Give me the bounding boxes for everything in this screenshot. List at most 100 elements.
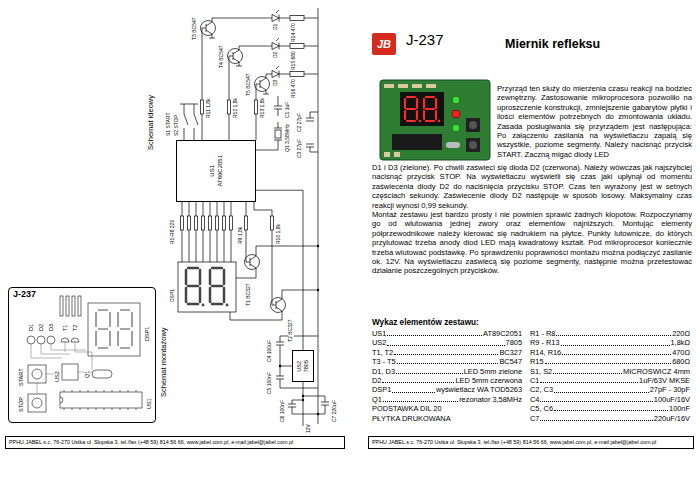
transistor-symbol (256, 84, 260, 85)
label-slot: R14 470 (291, 23, 297, 42)
pcb-drawing (47, 336, 55, 344)
resistor-symbol (201, 16, 305, 115)
transistor-symbol (202, 28, 206, 29)
schematic-wire (303, 396, 325, 402)
label-slot: R13 1,8k (260, 98, 266, 118)
label-slot: R16 470 (291, 79, 297, 98)
pcb-drawing (66, 296, 69, 316)
schematic-wire (182, 202, 183, 216)
label-slot: D2 (372, 377, 381, 385)
resistor-symbol (290, 44, 304, 49)
schematic-wire (188, 216, 191, 230)
parts-list-row: Q1rezonator 3,58MHz (372, 396, 522, 404)
schematic-wire (306, 121, 314, 122)
parts-list-row: R15 680Ω (530, 358, 690, 366)
parts-list-name: R15 (530, 358, 544, 366)
parts-list-row: DSP1wyświetlacz WA TOD5263 (372, 386, 522, 394)
pcb-label: T1 (62, 325, 68, 331)
dot-leader (387, 345, 504, 346)
led-symbol (276, 38, 279, 41)
label-slot: 7805 (506, 339, 522, 347)
schematic-wire (318, 8, 319, 424)
parts-list-value: 1uF/63V MKSE (639, 377, 690, 385)
part-label: T4 BC547 (219, 45, 225, 68)
board-photo (400, 92, 444, 126)
label-slot: US2 (54, 371, 60, 382)
ic-text: AT89C2051 (217, 155, 223, 187)
schematic-wire (203, 202, 204, 216)
pcb-label: D1 (28, 324, 34, 331)
parts-list-name: T1, T2 (372, 349, 393, 357)
ic-text: US1 (209, 165, 215, 177)
schematic-wire (202, 216, 205, 230)
label-slot: R1-R8 220 (170, 220, 176, 244)
schematic-wire (180, 104, 198, 105)
schematic-wire (184, 128, 185, 140)
label-slot: Q1 (372, 396, 382, 404)
schematic-wire (189, 202, 190, 216)
pcb-label: T2 (72, 325, 78, 331)
company-logo: JB (372, 33, 396, 55)
ic-text: 7805 (304, 360, 310, 372)
schematic-wire (239, 46, 272, 47)
schematic-wire (278, 96, 279, 106)
schematic-wire (181, 216, 184, 230)
transistor-symbol (263, 94, 269, 95)
transistor-symbol (250, 264, 256, 272)
transistor-symbol (260, 74, 266, 82)
schematic-wire (279, 46, 290, 47)
schematic-wire (194, 114, 198, 125)
schematic-wire (306, 144, 314, 145)
label-slot: R15 (530, 358, 544, 366)
led-symbol (272, 43, 279, 50)
led-symbol (272, 15, 279, 22)
schematic-wire (321, 402, 329, 403)
schematic-wire (231, 202, 232, 216)
board-photo (466, 138, 480, 152)
parts-list-value: 100nF (669, 405, 690, 413)
schematic-wire (196, 202, 197, 216)
microcontroller-chip: US1AT89C2051 (176, 140, 256, 202)
parts-list-row: R14, R16470Ω (530, 349, 690, 357)
board-photo (412, 84, 422, 88)
label-slot: Wykaz elementów zestawu: (372, 318, 479, 327)
footer-text: PPHU JABEL s.c. 76-270 Ustka ul. Słupska… (9, 440, 293, 445)
parts-list-value: 680Ω (672, 358, 690, 366)
ic-text: US2 (297, 361, 303, 372)
label-slot: C3 27pF (297, 139, 303, 158)
pcb-drawing (28, 365, 46, 383)
dot-leader (540, 401, 652, 402)
label-slot: R15 680 (291, 51, 297, 70)
schematic-wire (280, 379, 281, 388)
parts-list-name: DSP1 (372, 386, 391, 394)
resistor-symbol (201, 100, 204, 114)
part-label: C7 220uF (332, 400, 338, 422)
parts-list-value: 100uF/16V (654, 396, 690, 404)
label-slot: D3 (273, 80, 279, 86)
board-photo (384, 152, 390, 157)
part-label: C4 100uF (267, 340, 273, 362)
pcb-drawing (31, 342, 92, 394)
label-slot: C1 (530, 377, 539, 385)
parts-list-value: 1,8kΩ (671, 339, 691, 347)
pcb-drawing (60, 397, 63, 403)
parts-list-name: C2, C3 (530, 386, 553, 394)
parts-list-value: LED 5mm czerwona (455, 377, 522, 385)
label-slot: Q1 3,58MHz (285, 124, 291, 152)
schematic-wire (318, 405, 325, 414)
schematic-wire (304, 18, 318, 19)
label-slot: J-237 (406, 32, 444, 49)
label-slot: LED 5mm czerwona (455, 377, 522, 385)
board-photo (466, 118, 480, 132)
resistor-symbol (290, 16, 304, 21)
led-symbol (272, 10, 279, 78)
schematic-wire (280, 336, 318, 337)
part-label: T5 BC547 (246, 73, 252, 96)
pcb-drawing (61, 338, 69, 342)
label-slot: 1uF/63V MKSE (639, 377, 690, 385)
label-slot: C1 1uF (285, 102, 291, 118)
parts-list-row: C5, C6100nF (530, 405, 690, 413)
paragraph: Przyrząd ten służy do mierzenia czasu re… (497, 84, 692, 159)
pcb-label: US1 (146, 398, 152, 409)
label-slot: R14, R16 (530, 349, 561, 357)
